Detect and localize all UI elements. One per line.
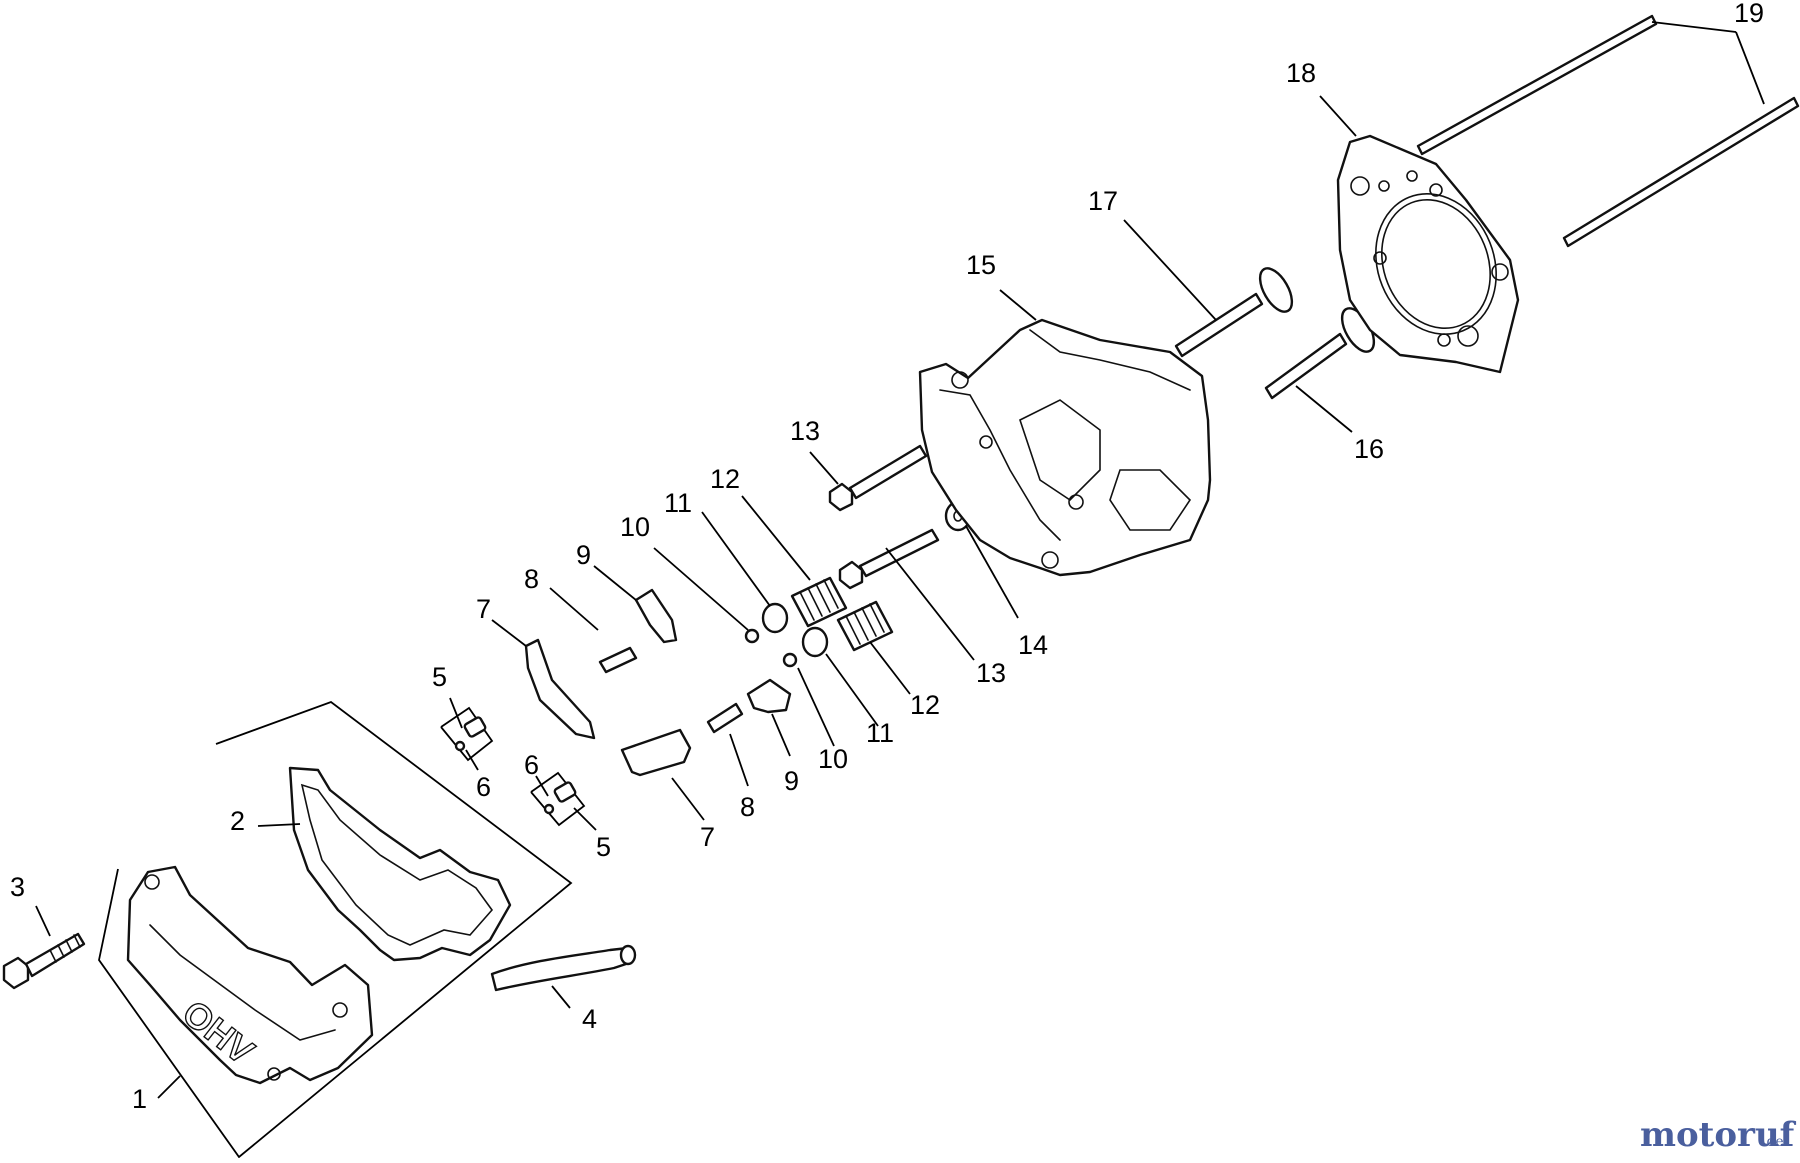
- adjuster-kit-lower: [530, 771, 586, 827]
- callout-2: 2: [230, 806, 245, 836]
- valve-16: [1264, 307, 1376, 400]
- kit-bracket-outline: [98, 700, 573, 1159]
- spring-lower: [836, 600, 894, 652]
- callout-7b: 7: [700, 822, 715, 852]
- stud-lower: [706, 702, 744, 734]
- callout-8a: 8: [524, 564, 539, 594]
- cylinder-head: [918, 318, 1212, 577]
- callout-11b: 11: [866, 718, 894, 748]
- rocker-cover: OHV: [126, 865, 374, 1085]
- watermark-text: motoruf: [1640, 1115, 1797, 1155]
- callout-5b: 5: [596, 832, 611, 862]
- callout-5a: 5: [432, 662, 447, 692]
- callout-10b: 10: [818, 744, 848, 774]
- callout-18: 18: [1286, 58, 1316, 88]
- callout-7a: 7: [476, 594, 491, 624]
- callout-16: 16: [1354, 434, 1384, 464]
- head-gasket: [1336, 134, 1520, 374]
- callout-8b: 8: [740, 792, 755, 822]
- rocker-arm-upper: [524, 638, 596, 740]
- callout-13a: 13: [790, 416, 820, 446]
- callout-10a: 10: [620, 512, 650, 542]
- bolt-3: [2, 932, 86, 990]
- callout-9b: 9: [784, 766, 799, 796]
- guide-plate-upper: [634, 588, 678, 644]
- callout-1: 1: [132, 1084, 147, 1114]
- callout-14: 14: [1018, 630, 1048, 660]
- callout-4: 4: [582, 1004, 597, 1034]
- callout-6b: 6: [524, 750, 539, 780]
- callout-12a: 12: [710, 464, 740, 494]
- retainer-upper: [761, 602, 789, 634]
- breather-tube: [490, 944, 637, 992]
- head-bolt-upper: [828, 444, 928, 512]
- push-rods: [1416, 14, 1800, 248]
- rocker-arm-lower: [620, 728, 692, 777]
- callout-12b: 12: [910, 690, 940, 720]
- guide-plate-lower: [746, 678, 792, 714]
- head-bolt-lower: [838, 528, 940, 590]
- rocker-cover-gasket: [288, 766, 512, 962]
- adjuster-kit-upper: [440, 706, 494, 762]
- stud-upper: [598, 646, 638, 674]
- callout-labels: 1 2 3 4 5 5 6 6 7 7 8 8 9 9 10 10 11 11 …: [10, 0, 1764, 1114]
- leader-lines: [35, 21, 1765, 1099]
- callout-19: 19: [1734, 0, 1764, 28]
- keeper-lower: [782, 652, 798, 668]
- keeper-upper: [744, 628, 760, 644]
- callout-17: 17: [1088, 186, 1118, 216]
- retainer-lower: [801, 626, 829, 658]
- callout-6a: 6: [476, 772, 491, 802]
- valve-17: [1174, 267, 1294, 358]
- watermark-suffix: .de: [1762, 1134, 1784, 1150]
- callout-15: 15: [966, 250, 996, 280]
- callout-13b: 13: [976, 658, 1006, 688]
- callout-3: 3: [10, 872, 25, 902]
- watermark: motoruf .de: [1640, 1115, 1797, 1155]
- spring-upper: [790, 576, 848, 628]
- callout-11a: 11: [664, 488, 692, 518]
- callout-9a: 9: [576, 540, 591, 570]
